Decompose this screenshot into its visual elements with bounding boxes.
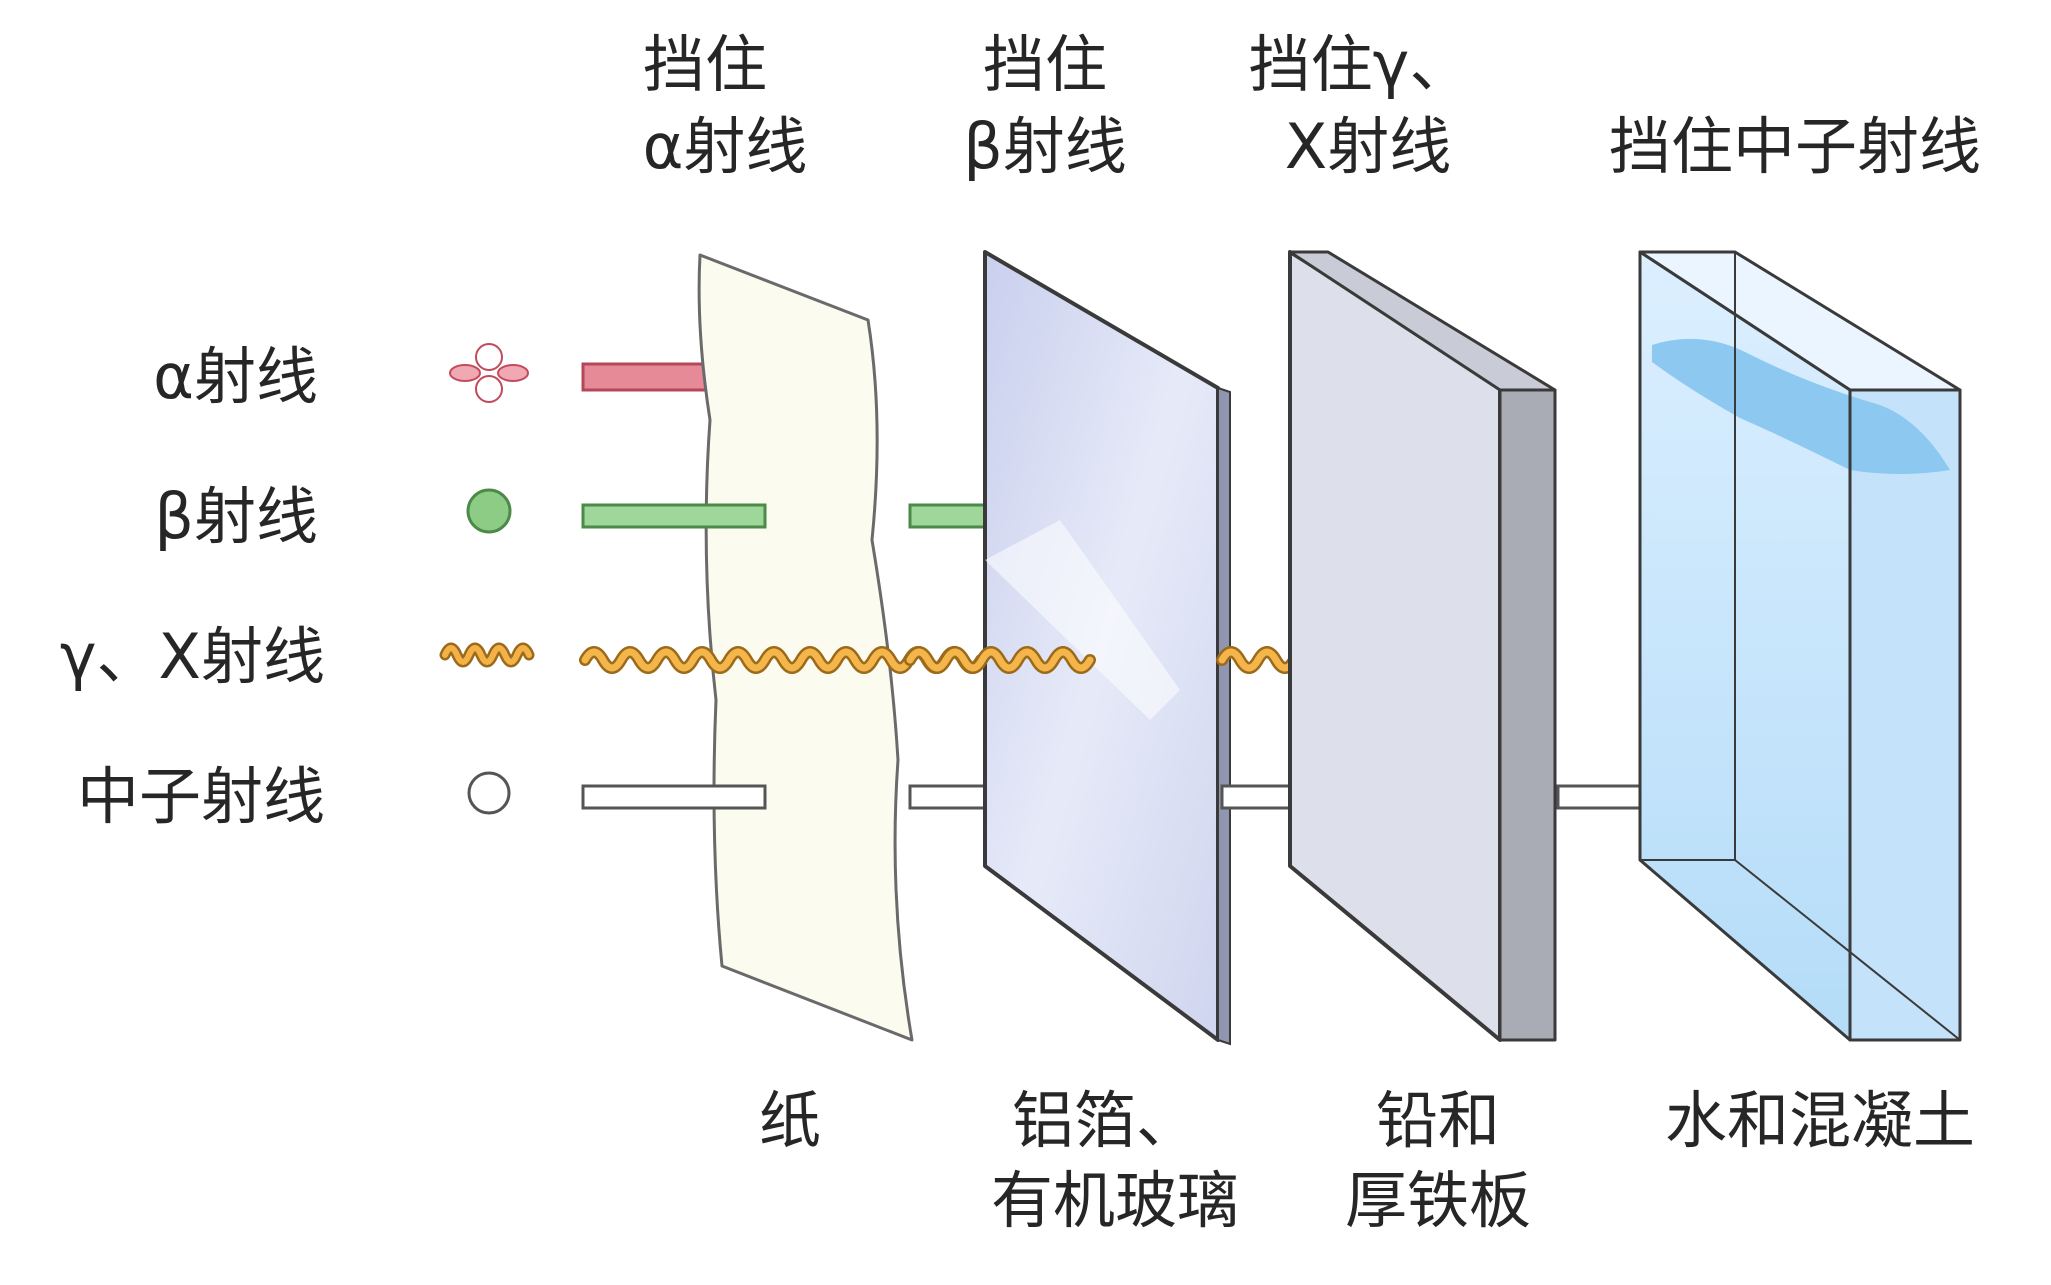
material-label-lead-iron: 铅和 厚铁板 [1345,1084,1531,1237]
stop-label-gamma-x: 挡住γ、 X射线 [1249,28,1472,183]
svg-text:有机玻璃: 有机玻璃 [991,1164,1239,1237]
alpha-particle-icon [449,343,529,403]
stop-label-alpha: 挡住 α射线 [643,28,808,183]
ray-label-beta: β射线 [154,480,318,553]
svg-text:水和混凝土: 水和混凝土 [1665,1084,1975,1157]
material-label-water-concrete: 水和混凝土 [1665,1084,1975,1157]
svg-text:X射线: X射线 [1285,110,1451,183]
svg-text:挡住γ、: 挡住γ、 [1249,28,1472,101]
svg-text:铝箔、: 铝箔、 [1012,1084,1198,1157]
material-label-aluminum-plexiglass: 铝箔、 有机玻璃 [991,1084,1239,1237]
svg-text:厚铁板: 厚铁板 [1345,1164,1531,1237]
stop-label-neutron: 挡住中子射线 [1609,110,1981,183]
svg-text:铅和: 铅和 [1376,1084,1500,1157]
svg-text:挡住: 挡住 [983,28,1107,101]
svg-text:挡住: 挡住 [643,28,767,101]
water-concrete-barrier [1638,250,1962,1042]
gamma-x-ray-wave-2 [904,646,1096,674]
material-label-paper: 纸 [759,1084,821,1157]
svg-text:挡住中子射线: 挡住中子射线 [1609,110,1981,183]
ray-label-alpha: α射线 [153,340,318,413]
ray-label-neutron: 中子射线 [77,760,325,833]
aluminum-plexiglass-barrier [983,250,1231,1046]
gamma-wave-icon [439,642,535,668]
ray-label-gamma-x: γ、X射线 [60,620,325,693]
svg-text:α射线: α射线 [643,110,808,183]
svg-text:纸: 纸 [759,1084,821,1157]
stop-label-beta: 挡住 β射线 [963,28,1127,183]
svg-text:β射线: β射线 [963,110,1127,183]
beta-particle-icon [466,488,512,534]
neutron-particle-icon [467,771,511,815]
lead-iron-barrier [1288,250,1557,1042]
